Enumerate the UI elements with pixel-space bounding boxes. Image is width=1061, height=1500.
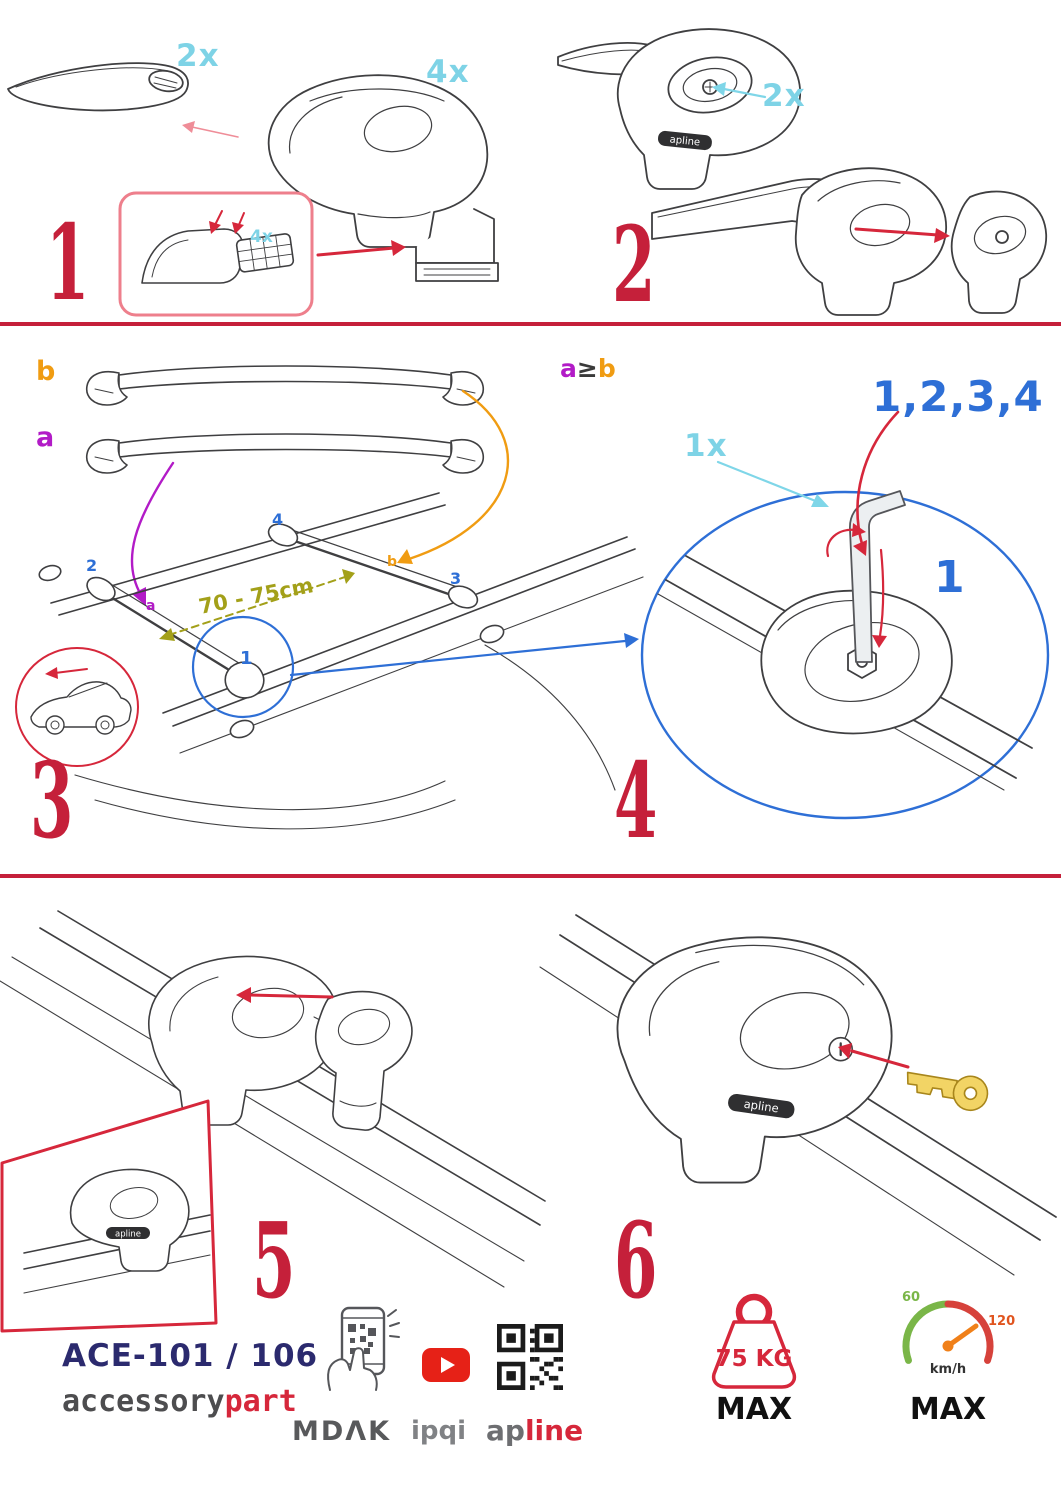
step1-foot-qty: 4x bbox=[426, 54, 470, 90]
foot-brand-text: apline bbox=[115, 1230, 141, 1240]
car-inset bbox=[15, 647, 139, 767]
roof-drawing bbox=[38, 492, 644, 830]
foot-open-drawing: apline bbox=[557, 28, 801, 190]
bar-b-drawing bbox=[85, 365, 485, 406]
step4-qty: 1x bbox=[684, 428, 728, 464]
bar-b-label: b bbox=[36, 356, 56, 387]
step6-number: 6 bbox=[614, 1199, 658, 1322]
condition-b: b bbox=[597, 354, 616, 383]
step1-inset-qty: 4x bbox=[250, 227, 273, 247]
foot-drawing bbox=[267, 74, 499, 282]
apline-red-text: line bbox=[524, 1414, 584, 1447]
roof-pos-1: 1 bbox=[240, 648, 253, 669]
foot-lock-drawing: apline bbox=[616, 936, 893, 1184]
roof-pos-3: 3 bbox=[450, 569, 462, 588]
inset-arrow bbox=[316, 240, 406, 257]
step1-number: 1 bbox=[46, 201, 90, 324]
step2-illustration: apline bbox=[557, 28, 1047, 316]
phone-qr-scan-icon bbox=[327, 1306, 400, 1391]
arrow-b bbox=[397, 389, 510, 564]
foot-brand-text: apline bbox=[669, 134, 701, 148]
bar-a-drawing bbox=[85, 433, 485, 474]
direction-arrow bbox=[45, 667, 88, 679]
partner-mdak-logo: MDΛK bbox=[292, 1416, 392, 1447]
foot-drawing bbox=[147, 955, 340, 1126]
roof-pos-2: 2 bbox=[86, 556, 98, 575]
speed-high-label: 120 bbox=[988, 1314, 1016, 1329]
brand-red-text: part bbox=[224, 1384, 297, 1419]
length-condition: a≥b bbox=[560, 354, 616, 383]
section-divider-1 bbox=[0, 322, 1061, 326]
key-drawing bbox=[906, 1071, 989, 1112]
allen-key-drawing bbox=[849, 490, 906, 663]
mounted-inset: apline bbox=[0, 1099, 218, 1333]
step2-qty: 2x bbox=[762, 78, 806, 114]
sequence-arrow bbox=[853, 410, 900, 556]
step3-number: 3 bbox=[30, 739, 74, 862]
step1-illustration bbox=[7, 62, 499, 317]
weight-max-icon bbox=[711, 1293, 797, 1389]
section-divider-2 bbox=[0, 874, 1061, 878]
clamp-arm-drawing bbox=[314, 990, 413, 1131]
crossbar-drawing bbox=[7, 62, 189, 112]
step6-illustration: apline bbox=[539, 914, 1057, 1276]
qr-code bbox=[497, 1324, 563, 1390]
apline-gray-text: ap bbox=[486, 1414, 525, 1447]
roof-pos-4: 4 bbox=[272, 510, 284, 529]
youtube-play-icon bbox=[422, 1348, 470, 1382]
bar-a-label: a bbox=[36, 422, 55, 453]
step2-number: 2 bbox=[612, 203, 656, 326]
step4-illustration bbox=[640, 410, 1050, 820]
qty-arrow bbox=[712, 82, 767, 99]
detail-arrow bbox=[289, 633, 639, 677]
tighten-arrow bbox=[872, 548, 887, 648]
brand-gray-text: accessory bbox=[62, 1384, 225, 1419]
detail-circle bbox=[191, 615, 295, 719]
insert-arrow bbox=[236, 987, 334, 1003]
roof-a-label: a bbox=[146, 598, 156, 614]
leader-arrow bbox=[182, 121, 239, 138]
speed-unit-label: km/h bbox=[929, 1362, 967, 1377]
step1-inset bbox=[118, 191, 314, 317]
endcap-drawing bbox=[950, 190, 1047, 314]
brand-logo: accessorypart bbox=[62, 1384, 297, 1419]
condition-a: a bbox=[560, 354, 577, 383]
speed-max-label: MAX bbox=[909, 1392, 987, 1427]
weight-limit-value: 75 KG bbox=[715, 1346, 793, 1372]
model-number: ACE-101 / 106 bbox=[62, 1338, 319, 1374]
qty-arrow bbox=[716, 460, 829, 507]
step5-number: 5 bbox=[252, 1199, 296, 1322]
first-position-label: 1 bbox=[934, 552, 965, 603]
pad-place-arrows bbox=[209, 210, 245, 234]
condition-op: ≥ bbox=[576, 354, 598, 383]
step3-illustration bbox=[15, 365, 644, 830]
insert-arrow bbox=[854, 227, 950, 243]
sequence-label: 1,2,3,4 bbox=[872, 372, 1044, 421]
weight-max-label: MAX bbox=[715, 1392, 793, 1427]
foot-brand-text: apline bbox=[743, 1097, 780, 1116]
partner-ipqi-logo: ipqi bbox=[411, 1416, 467, 1446]
speed-low-label: 60 bbox=[902, 1290, 921, 1305]
roof-b-label: b bbox=[387, 554, 398, 570]
apline-logo: apline bbox=[486, 1414, 583, 1447]
step4-number: 4 bbox=[614, 739, 658, 862]
key-arrow bbox=[838, 1043, 910, 1069]
step5-illustration: apline bbox=[0, 910, 546, 1333]
speed-gauge-icon bbox=[902, 1300, 994, 1364]
step1-bar-qty: 2x bbox=[176, 38, 220, 74]
distance-arrow bbox=[159, 569, 355, 641]
bar-foot-assembly bbox=[651, 167, 947, 316]
